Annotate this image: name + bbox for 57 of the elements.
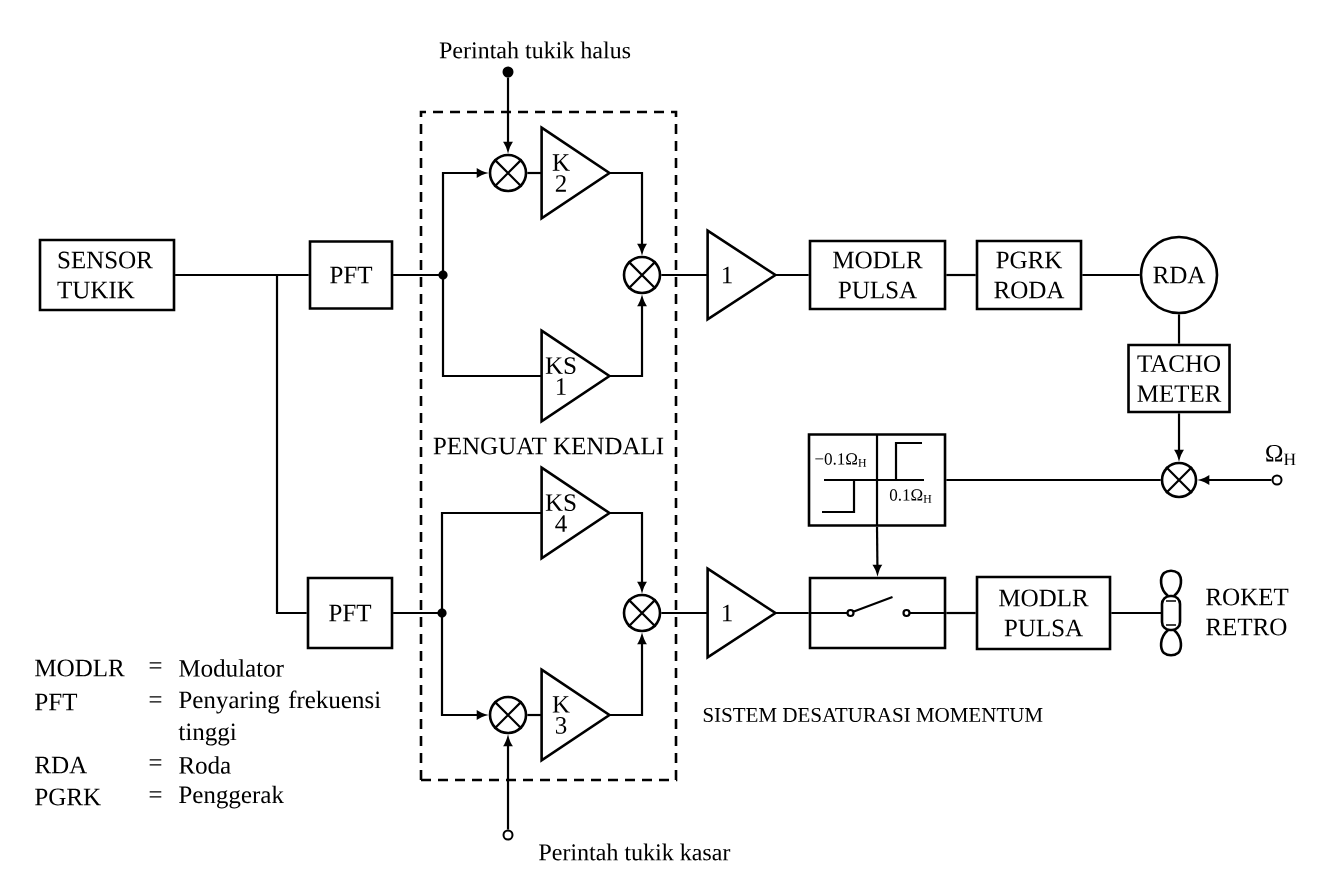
summing-junction [488,695,528,735]
connector-line [393,273,542,378]
equals-sign: = [149,662,162,669]
input-label: Perintah tukik kasar [539,843,731,861]
arrow [1174,413,1184,459]
connector-line [946,611,976,615]
connector-line [775,611,809,615]
legend-term: PGRK [35,788,101,806]
arrow [609,297,647,378]
block-box: MODLR PULSA [808,239,947,311]
equals-sign: = [149,791,162,798]
arrow [503,77,513,151]
threshold-label: 0.1Ω$_{H}$ [889,489,932,503]
block-box: SENSOR TUKIK [38,238,176,312]
equals-sign: = [149,759,162,766]
legend-definition: Roda [179,756,231,774]
block-box: PGRK RODA [975,239,1083,311]
block-box: PFT [306,576,394,650]
arrow [503,737,513,830]
block-box: MODLR PULSA [975,575,1112,651]
arrow [1200,475,1272,485]
arrow [609,635,647,717]
circle-block: RDA [1139,235,1219,315]
connector-line [1082,273,1140,277]
legend-definition: Penggerak [179,785,284,809]
connector-line [775,273,809,277]
relay-box [807,433,947,527]
summing-junction [1160,461,1198,499]
legend-term: PFT [35,693,78,711]
nozzle-label: ROKET RETRO [1206,588,1289,636]
connector-line [661,273,708,277]
section-label: SISTEM DESATURASI MOMENTUM [703,707,1043,723]
connector-line [1111,611,1162,615]
summing-junction [622,593,662,633]
threshold-label: −0.1Ω$_{H}$ [815,453,867,467]
switch-box [808,576,947,650]
connector-line [661,611,708,615]
legend-term: MODLR [35,659,125,677]
arrow [609,511,647,591]
connector-line [527,171,542,175]
arrow [609,171,647,253]
equals-sign: = [149,696,162,703]
arrow [393,611,486,720]
connector-line [946,478,1161,482]
legend-definition: Modulator [179,659,284,677]
input-label: Ω$_{H}$ [1266,444,1296,466]
connector-line [527,713,542,717]
block-box: TACHO METER [1127,343,1231,414]
block-box: PFT [308,240,394,310]
connector-line [1177,314,1181,344]
legend-term: RDA [35,756,87,774]
connector-line [946,273,976,277]
summing-junction [622,255,662,295]
legend-definition: Penyaring frekuensi tinggi [178,690,381,746]
input-label: Perintah tukik halus [439,41,631,59]
connector-line [175,273,307,615]
summing-junction [488,153,528,193]
